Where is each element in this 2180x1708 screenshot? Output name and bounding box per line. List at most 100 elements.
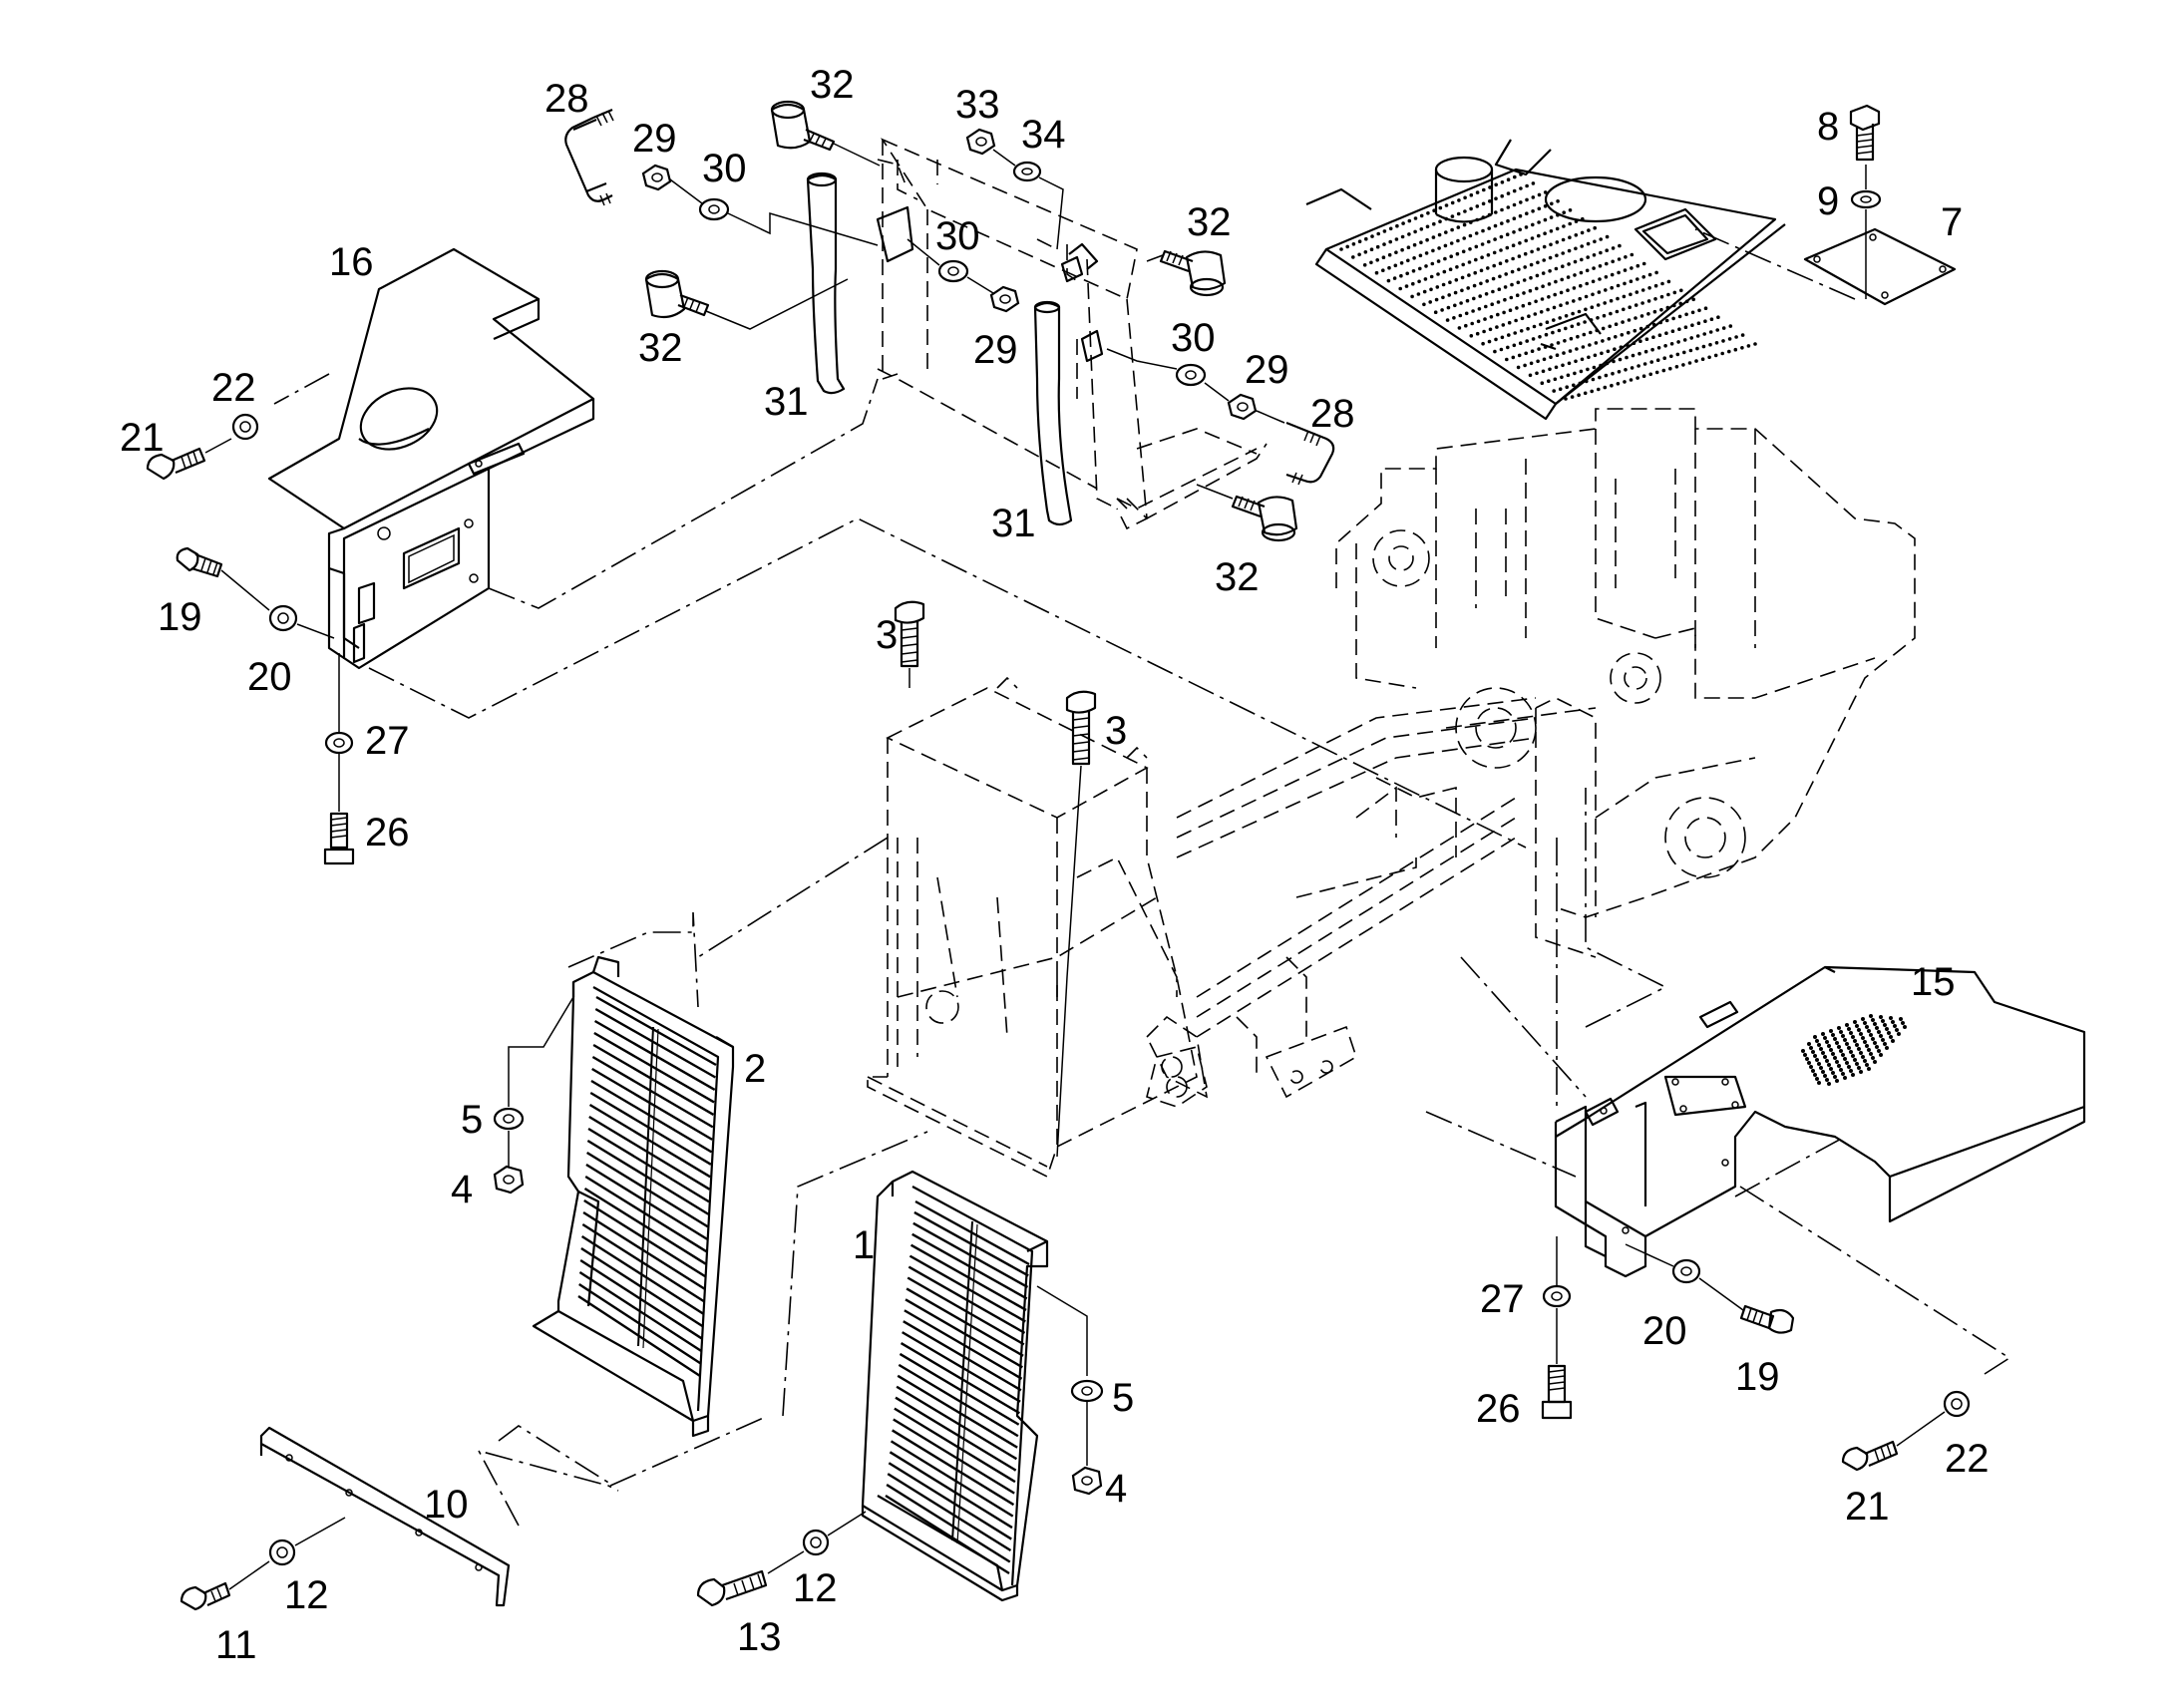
callout-10: 10 — [424, 1483, 469, 1527]
callout-1: 1 — [853, 1223, 875, 1267]
leader-19-20-left — [220, 569, 335, 639]
buffer-32-right-top — [1159, 249, 1227, 297]
leader-13-12 — [767, 1511, 867, 1574]
callout-29-a: 29 — [632, 117, 677, 161]
washer-34 — [1012, 161, 1042, 182]
bolt-19-right — [1739, 1304, 1795, 1334]
leader-15-bottom — [1734, 1136, 1846, 1197]
bolt-26-right — [1541, 1364, 1573, 1420]
callout-5-right: 5 — [1112, 1376, 1134, 1420]
callout-33: 33 — [955, 83, 1000, 127]
callout-11: 11 — [215, 1623, 257, 1667]
bracket-clip-right-top — [1068, 242, 1099, 270]
washer-22-right — [1943, 1390, 1971, 1418]
washer-12-left — [268, 1538, 296, 1566]
callout-labels: 1 2 3 3 4 4 5 5 7 8 9 10 11 12 12 13 15 … — [120, 63, 1990, 1667]
upper-bracket — [877, 138, 1268, 530]
leader-30b — [907, 238, 940, 266]
leader-22-right — [1739, 1186, 2011, 1375]
callout-12-left: 12 — [284, 1573, 329, 1617]
callout-20-left: 20 — [247, 655, 292, 699]
washer-30-a — [698, 197, 730, 221]
bolt-21-left — [146, 447, 206, 481]
washer-30-c — [1175, 363, 1207, 387]
leader-5-left — [508, 996, 574, 1107]
buffer-32-top — [770, 100, 836, 152]
washer-27-right — [1542, 1284, 1572, 1308]
bolt-19-left — [176, 546, 223, 578]
washer-5-left — [493, 1107, 525, 1131]
leader-10-top — [498, 1425, 614, 1487]
washer-5-right — [1070, 1379, 1104, 1403]
washer-20-left — [268, 604, 298, 632]
radiator-grille-2 — [532, 955, 735, 1438]
callout-16: 16 — [329, 240, 374, 284]
bracket-clip-right-mid — [1060, 255, 1084, 283]
washer-20-right — [1671, 1258, 1701, 1284]
leader-frame-to-2 — [697, 837, 889, 958]
callout-21-left: 21 — [120, 416, 165, 460]
leader-29b — [966, 276, 994, 294]
main-frame — [867, 408, 1916, 1179]
leader-30c — [1106, 348, 1178, 370]
callout-8: 8 — [1817, 105, 1839, 149]
hose-31-left — [806, 171, 846, 395]
callout-28-right: 28 — [1310, 392, 1355, 436]
callout-5-left: 5 — [461, 1098, 483, 1142]
callout-30-a: 30 — [702, 147, 747, 190]
leader-32-left — [705, 278, 849, 330]
buffer-32-right-low — [1231, 495, 1298, 542]
panel-15-perforation — [1801, 1014, 1907, 1086]
callout-3-right: 3 — [1105, 709, 1127, 753]
callout-2: 2 — [744, 1047, 766, 1091]
callout-28-top: 28 — [545, 77, 589, 121]
leader-21-22-right — [1896, 1411, 1946, 1447]
u-bolt-28-right — [1285, 421, 1335, 486]
leader-2-frame — [567, 911, 699, 1008]
callout-20-right: 20 — [1642, 1309, 1687, 1353]
leader-11-12 — [228, 1517, 346, 1590]
nut-29-c — [1227, 393, 1258, 421]
callout-32-right-top: 32 — [1187, 200, 1232, 244]
callout-13: 13 — [737, 1615, 782, 1659]
bolt-26-left — [323, 812, 355, 865]
grille-2-slats — [577, 995, 717, 1378]
nut-4-left — [493, 1165, 525, 1195]
callout-31-left: 31 — [764, 380, 809, 424]
leader-22-16 — [273, 373, 330, 405]
leader-2-lower — [782, 1131, 928, 1417]
callout-22-right: 22 — [1945, 1437, 1990, 1481]
leader-29a — [669, 178, 703, 204]
leader-29c — [1204, 382, 1230, 402]
callout-30-b: 30 — [935, 214, 980, 258]
leader-32-low — [1196, 484, 1234, 500]
grille-1-slats — [885, 1199, 1030, 1575]
callout-19-left: 19 — [158, 595, 202, 639]
callout-32-right-low: 32 — [1215, 555, 1260, 599]
callout-12-right: 12 — [793, 1566, 838, 1610]
leader-15-left — [1425, 1111, 1577, 1178]
bolt-11 — [180, 1581, 231, 1611]
leader-32-right — [1146, 254, 1164, 262]
leader-16-frame — [368, 517, 1527, 849]
nut-33 — [965, 128, 996, 156]
bolt-13 — [696, 1569, 768, 1607]
hose-31-right — [1033, 300, 1073, 526]
leader-15-frame — [1585, 788, 1667, 1028]
bolt-3-right — [1065, 690, 1097, 766]
callout-15: 15 — [1911, 960, 1956, 1004]
nut-4-right — [1071, 1466, 1103, 1496]
bolt-3-left — [894, 600, 925, 668]
callout-4-left: 4 — [451, 1168, 473, 1211]
buffer-32-left — [644, 269, 710, 319]
callout-21-right: 21 — [1845, 1485, 1890, 1529]
nut-29-a — [641, 164, 672, 191]
callout-32-left: 32 — [638, 326, 683, 370]
leader-19-20-right — [1625, 1243, 1744, 1311]
leader-15-frame2 — [1460, 956, 1587, 1098]
callout-31-right: 31 — [991, 502, 1036, 545]
leader-32-top — [833, 143, 881, 167]
callout-22-left: 22 — [211, 366, 256, 410]
callout-29-c: 29 — [1245, 348, 1289, 392]
